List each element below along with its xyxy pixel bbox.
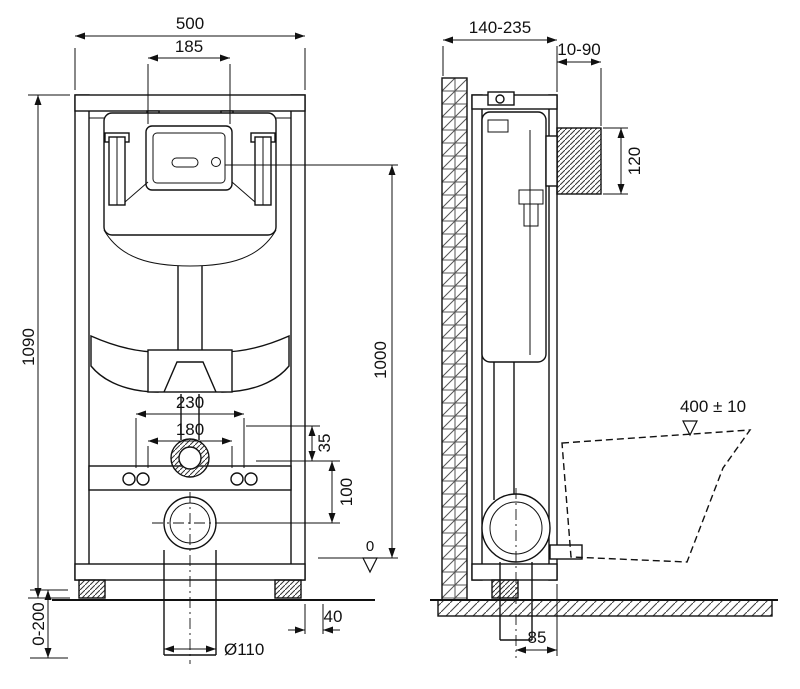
fixing-spacing-outer-label: 230: [176, 393, 204, 412]
side-foot: [491, 579, 519, 599]
frame-bottom-side: [471, 563, 558, 581]
front-view-dimensions: 500 185 1090 1000 230 180: [19, 14, 398, 659]
edge-offset-label: 40: [324, 607, 343, 626]
tank-lower-shoulder: [103, 229, 277, 267]
frame-right-rail: [290, 94, 306, 581]
overall-width-label: 500: [176, 14, 204, 33]
fixing-spacing-inner-label: 180: [176, 420, 204, 439]
outlet-elbow: [481, 362, 583, 658]
bowl-height-label: 400 ± 10: [680, 397, 746, 416]
foot-adjustment-label: 0-200: [29, 602, 48, 645]
frame-left-rail: [74, 94, 90, 581]
flush-plate: [145, 125, 233, 191]
frame-depth-range-label: 140-235: [469, 18, 531, 37]
plate-extension-range-label: 10-90: [557, 40, 600, 59]
datum-marker: 0: [362, 538, 378, 574]
toilet-bowl-outline: [561, 429, 752, 563]
side-view-dimensions: 140-235 10-90 120 400 ± 10 85: [442, 18, 746, 656]
bowl-height-marker: 400 ± 10: [680, 397, 746, 437]
flush-plate-extension: [545, 127, 602, 195]
floor-slab: [437, 599, 773, 617]
flush-plate-width-label: 185: [175, 37, 203, 56]
frame-top-crossbar: [74, 94, 306, 112]
side-structure: [430, 77, 778, 658]
wall-anchor-bolt: [495, 94, 505, 104]
water-offset-label: 35: [315, 434, 334, 453]
side-view: 140-235 10-90 120 400 ± 10 85: [430, 18, 778, 658]
plate-opening-height-label: 120: [625, 147, 644, 175]
wc-fixing-points: [122, 472, 258, 486]
outlet-diameter-label: Ø110: [224, 640, 264, 659]
front-frame-structure: [52, 94, 375, 664]
flush-plate-center-height-label: 1000: [371, 341, 390, 379]
frame-height-label: 1090: [19, 328, 38, 366]
wall-section: [441, 77, 468, 601]
mounting-brackets: [104, 132, 276, 206]
cistern-side: [481, 111, 547, 363]
outlet-center-offset-label: 85: [528, 628, 547, 647]
datum-level-label: 0: [366, 538, 374, 555]
right-foot: [274, 579, 302, 599]
front-view: 500 185 1090 1000 230 180: [19, 14, 398, 664]
outlet-pipe-down: [163, 492, 217, 664]
left-foot: [78, 579, 106, 599]
flush-button: [171, 157, 199, 168]
bowl-support-arms: [90, 334, 290, 393]
outlet-offset-label: 100: [337, 478, 356, 506]
frame-rear-rail-side: [471, 94, 483, 581]
water-supply-connection: [170, 438, 210, 478]
